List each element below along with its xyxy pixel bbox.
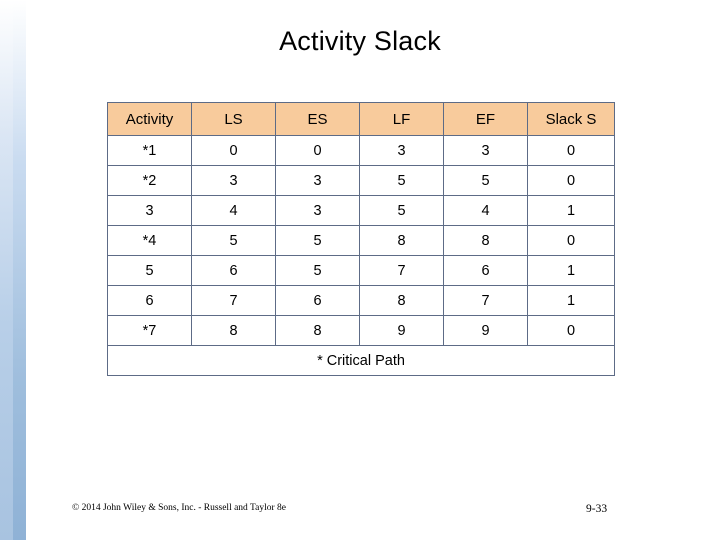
cell-ls: 0 xyxy=(191,135,276,166)
critical-path-footnote: * Critical Path xyxy=(107,345,615,376)
slide-decoration-bar xyxy=(0,0,26,540)
table-row: *7 8 8 9 9 0 xyxy=(107,315,615,346)
cell-ls: 6 xyxy=(191,255,276,286)
cell-es: 5 xyxy=(275,225,360,256)
cell-es: 6 xyxy=(275,285,360,316)
cell-slack: 1 xyxy=(527,255,615,286)
cell-activity: *7 xyxy=(107,315,192,346)
table-footnote-row: * Critical Path xyxy=(107,345,615,376)
activity-slack-table-container: Activity LS ES LF EF Slack S *1 0 0 3 3 … xyxy=(107,102,615,376)
decoration-stripe-outer xyxy=(0,0,13,540)
cell-slack: 1 xyxy=(527,195,615,226)
table-header-row: Activity LS ES LF EF Slack S xyxy=(107,102,615,136)
cell-es: 0 xyxy=(275,135,360,166)
cell-ef: 6 xyxy=(443,255,528,286)
column-header-ls: LS xyxy=(191,102,276,136)
table-row: 3 4 3 5 4 1 xyxy=(107,195,615,226)
cell-lf: 8 xyxy=(359,225,444,256)
cell-activity: *4 xyxy=(107,225,192,256)
cell-ef: 7 xyxy=(443,285,528,316)
cell-activity: 6 xyxy=(107,285,192,316)
slide-number: 9-33 xyxy=(586,503,608,515)
cell-activity: 5 xyxy=(107,255,192,286)
cell-es: 8 xyxy=(275,315,360,346)
cell-ls: 5 xyxy=(191,225,276,256)
cell-es: 3 xyxy=(275,195,360,226)
table-row: *1 0 0 3 3 0 xyxy=(107,135,615,166)
table-row: 5 6 5 7 6 1 xyxy=(107,255,615,286)
copyright-text: © 2014 John Wiley & Sons, Inc. - Russell… xyxy=(72,503,287,513)
cell-activity: 3 xyxy=(107,195,192,226)
table-row: *4 5 5 8 8 0 xyxy=(107,225,615,256)
activity-slack-table: Activity LS ES LF EF Slack S *1 0 0 3 3 … xyxy=(107,102,615,376)
cell-es: 3 xyxy=(275,165,360,196)
decoration-stripe-inner xyxy=(13,0,26,540)
column-header-ef: EF xyxy=(443,102,528,136)
cell-lf: 5 xyxy=(359,165,444,196)
cell-lf: 3 xyxy=(359,135,444,166)
cell-ls: 7 xyxy=(191,285,276,316)
cell-lf: 7 xyxy=(359,255,444,286)
cell-slack: 0 xyxy=(527,315,615,346)
page-title: Activity Slack xyxy=(279,26,441,56)
cell-lf: 9 xyxy=(359,315,444,346)
cell-slack: 0 xyxy=(527,135,615,166)
cell-slack: 0 xyxy=(527,165,615,196)
cell-slack: 1 xyxy=(527,285,615,316)
cell-ef: 4 xyxy=(443,195,528,226)
cell-es: 5 xyxy=(275,255,360,286)
cell-ef: 8 xyxy=(443,225,528,256)
cell-lf: 8 xyxy=(359,285,444,316)
cell-ls: 3 xyxy=(191,165,276,196)
column-header-lf: LF xyxy=(359,102,444,136)
cell-ls: 8 xyxy=(191,315,276,346)
cell-activity: *1 xyxy=(107,135,192,166)
cell-ef: 5 xyxy=(443,165,528,196)
cell-ef: 9 xyxy=(443,315,528,346)
table-row: 6 7 6 8 7 1 xyxy=(107,285,615,316)
column-header-slack: Slack S xyxy=(527,102,615,136)
cell-ef: 3 xyxy=(443,135,528,166)
cell-lf: 5 xyxy=(359,195,444,226)
cell-ls: 4 xyxy=(191,195,276,226)
table-row: *2 3 3 5 5 0 xyxy=(107,165,615,196)
cell-slack: 0 xyxy=(527,225,615,256)
column-header-es: ES xyxy=(275,102,360,136)
column-header-activity: Activity xyxy=(107,102,192,136)
cell-activity: *2 xyxy=(107,165,192,196)
